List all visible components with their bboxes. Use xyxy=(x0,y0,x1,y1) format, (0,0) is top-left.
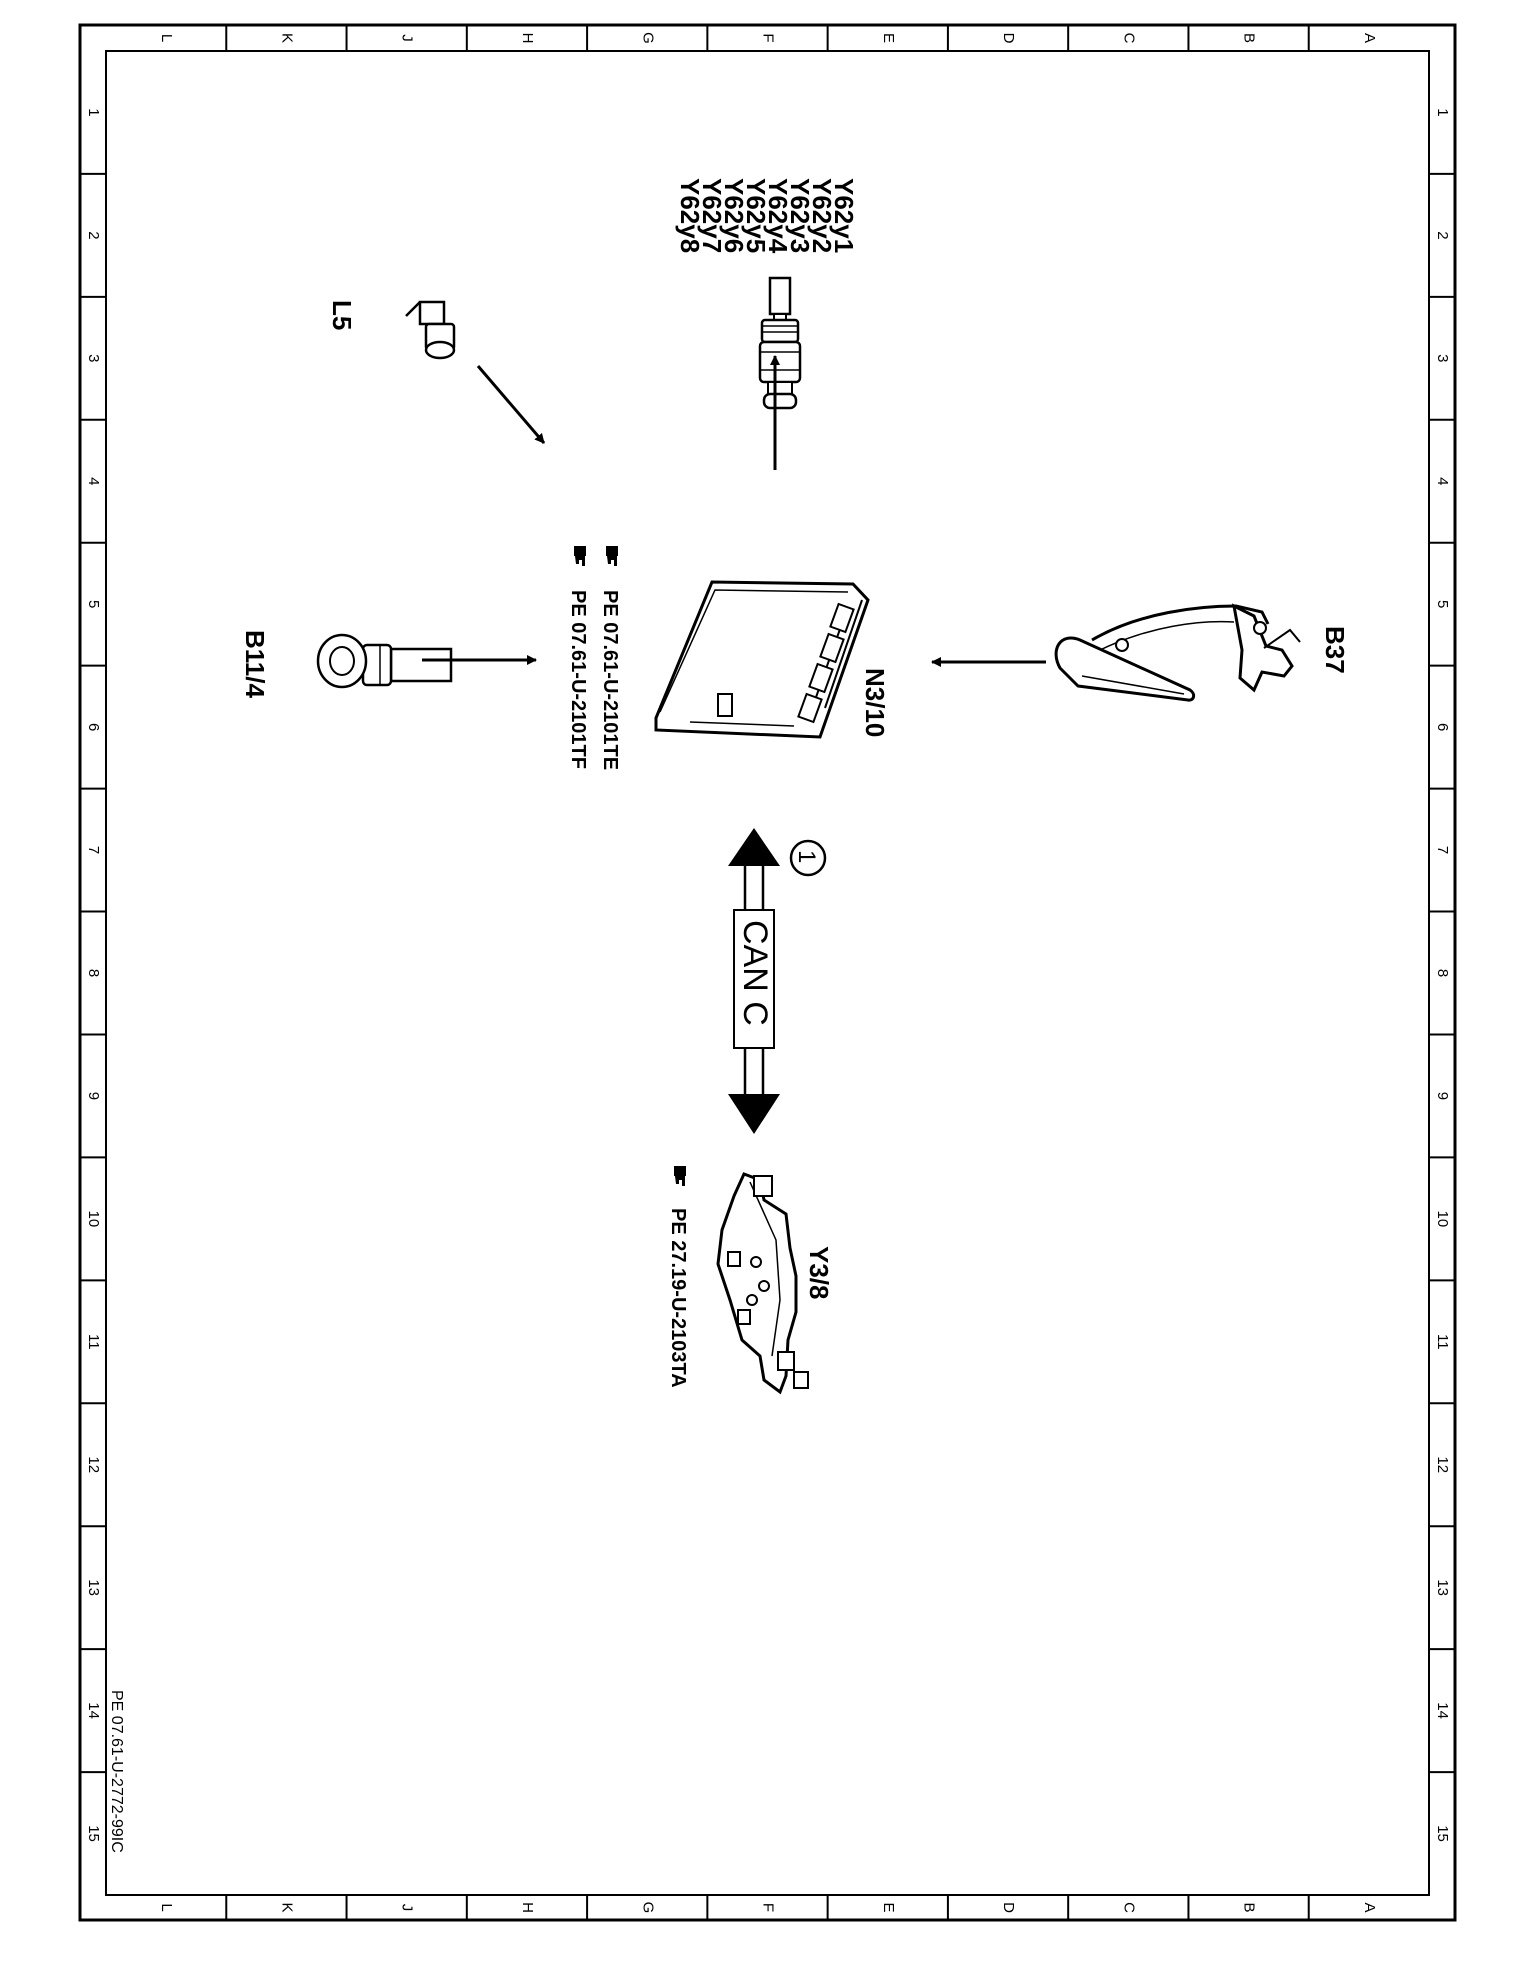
grid-reference-label: 9 xyxy=(85,1092,102,1100)
grid-reference-label: 10 xyxy=(85,1211,102,1228)
grid-reference-label: F xyxy=(760,33,777,42)
grid-reference-label: H xyxy=(519,33,536,44)
grid-reference-label: J xyxy=(399,34,416,42)
grid-reference-label: 1 xyxy=(1434,108,1451,116)
injector-label: Y62y5 xyxy=(741,178,771,253)
can-bus: CAN C 1 xyxy=(728,828,827,1134)
injector-label: Y62y8 xyxy=(675,178,705,253)
grid-reference-label: 13 xyxy=(85,1579,102,1596)
temp-sensor-part xyxy=(316,633,453,689)
grid-reference-label: 4 xyxy=(85,477,102,485)
grid-reference-label: 3 xyxy=(85,354,102,362)
injector-label: Y62y6 xyxy=(719,178,749,253)
grid-reference-label: 13 xyxy=(1434,1579,1451,1596)
grid-reference-label: C xyxy=(1120,33,1137,44)
transmission-unit-label: Y3/8 xyxy=(804,1246,834,1300)
control-unit-part xyxy=(654,580,870,739)
transmission-unit-part xyxy=(716,1172,809,1395)
grid-reference-label: C xyxy=(1120,1902,1137,1913)
reference-pointer-icon xyxy=(574,546,586,566)
grid-reference-label: A xyxy=(1361,1902,1378,1912)
grid-reference-label: 15 xyxy=(1434,1825,1451,1842)
grid-reference-label: A xyxy=(1361,33,1378,43)
grid-reference-label: E xyxy=(880,1902,897,1912)
grid-reference-label: G xyxy=(639,32,656,44)
grid-reference-label: 3 xyxy=(1434,354,1451,362)
grid-reference-label: 12 xyxy=(1434,1456,1451,1473)
grid-reference-label: L xyxy=(158,1903,175,1911)
grid-reference-label: 6 xyxy=(85,723,102,731)
control-unit-ref[interactable]: PE 07.61-U-2101TE xyxy=(599,590,621,770)
grid-reference-label: K xyxy=(278,1902,295,1912)
injector-label: Y62y3 xyxy=(785,178,815,253)
injector-label: Y62y1 xyxy=(829,178,859,253)
grid-reference-label: 8 xyxy=(85,969,102,977)
grid-reference-label: 14 xyxy=(85,1702,102,1719)
control-unit-label: N3/10 xyxy=(860,668,890,737)
grid-reference-label: 15 xyxy=(85,1825,102,1842)
reference-pointer-icon xyxy=(606,546,618,566)
grid-reference-label: B xyxy=(1241,1902,1258,1912)
temp-sensor-label: B11/4 xyxy=(240,630,270,698)
grid-reference-label: G xyxy=(639,1902,656,1914)
grid-reference-label: B xyxy=(1241,33,1258,43)
grid-reference-label: E xyxy=(880,33,897,43)
crank-sensor-label: L5 xyxy=(327,300,357,330)
document-id: PE 07.61-U-2772-99IC xyxy=(108,1690,125,1853)
grid-reference-label: D xyxy=(1000,33,1017,44)
signal-arrows xyxy=(422,355,1046,667)
grid-reference-label: 5 xyxy=(1434,600,1451,608)
reference-pointer-icon xyxy=(674,1166,686,1186)
pedal-sensor-part xyxy=(1054,603,1301,702)
grid-reference-label: 11 xyxy=(1434,1334,1451,1350)
grid-reference-label: 9 xyxy=(1434,1092,1451,1100)
bus-arrow-up-icon xyxy=(728,828,780,866)
grid-reference-label: 5 xyxy=(85,600,102,608)
injector-labels: Y62y1 Y62y2 Y62y3 Y62y4 Y62y5 Y62y6 Y62y… xyxy=(675,178,859,254)
can-bus-callout: 1 xyxy=(793,850,820,863)
grid-reference-label: 12 xyxy=(85,1456,102,1473)
grid-reference-label: 14 xyxy=(1434,1702,1451,1719)
control-unit-ref[interactable]: PE 07.61-U-2101TF xyxy=(567,590,589,769)
grid-reference-label: 2 xyxy=(85,231,102,239)
transmission-unit-ref-link[interactable]: PE 27.19-U-2103TA xyxy=(667,1208,689,1388)
grid-reference-label: K xyxy=(278,33,295,43)
grid-reference-label: 6 xyxy=(1434,723,1451,731)
bus-arrow-down-icon xyxy=(728,1094,780,1134)
arrow-crank-sensor-to-unit xyxy=(476,365,546,444)
grid-reference-label: 8 xyxy=(1434,969,1451,977)
control-unit-refs: PE 07.61-U-2101TE PE 07.61-U-2101TF xyxy=(567,546,621,770)
grid-reference-label: 1 xyxy=(85,108,102,116)
injector-label: Y62y7 xyxy=(697,178,727,253)
grid-reference-label: 7 xyxy=(1434,846,1451,854)
grid-reference-label: H xyxy=(519,1902,536,1913)
grid-reference-label: J xyxy=(399,1904,416,1912)
grid-reference-label: L xyxy=(158,34,175,42)
can-bus-label: CAN C xyxy=(736,920,774,1026)
grid-reference-label: D xyxy=(1000,1902,1017,1913)
fuel-injector-part xyxy=(758,276,802,410)
grid-reference-label: 4 xyxy=(1434,477,1451,485)
injector-label: Y62y2 xyxy=(807,178,837,253)
grid-reference-label: 7 xyxy=(85,846,102,854)
injector-label: Y62y4 xyxy=(763,178,793,254)
grid-reference-label: 10 xyxy=(1434,1211,1451,1228)
transmission-unit-ref: PE 27.19-U-2103TA xyxy=(667,1166,689,1388)
grid-reference-label: 11 xyxy=(85,1334,102,1350)
pedal-sensor-label: B37 xyxy=(1320,626,1350,674)
grid-reference-label: F xyxy=(760,1903,777,1912)
crank-sensor-part xyxy=(405,300,456,360)
grid-reference-label: 2 xyxy=(1434,231,1451,239)
